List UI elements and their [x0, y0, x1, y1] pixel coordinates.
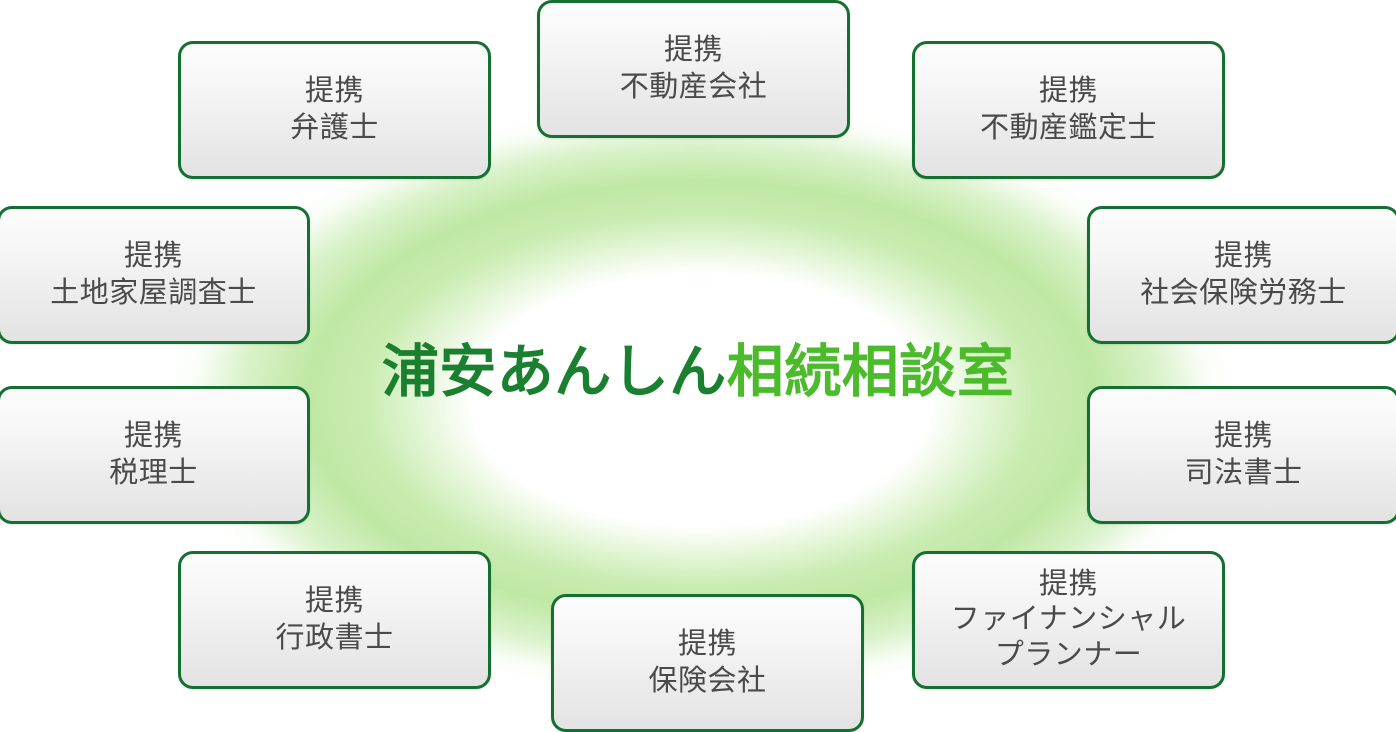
- partner-box-labor-consultant[interactable]: 提携 社会保険労務士: [1087, 206, 1396, 344]
- partner-box-label: 提携 弁護士: [290, 74, 379, 144]
- partner-box-label: 提携 不動産会社: [619, 33, 768, 103]
- partner-box-real-estate-company[interactable]: 提携 不動産会社: [537, 0, 850, 138]
- partner-box-lawyer[interactable]: 提携 弁護士: [178, 41, 491, 179]
- partner-box-judicial-scrivener[interactable]: 提携 司法書士: [1087, 386, 1396, 524]
- partner-box-label: 提携 社会保険労務士: [1140, 239, 1347, 309]
- partner-box-insurance-company[interactable]: 提携 保険会社: [551, 594, 864, 732]
- partner-box-label: 提携 行政書士: [275, 584, 394, 654]
- partner-box-label: 提携 不動産鑑定士: [979, 74, 1157, 144]
- partner-box-administrative-scrivener[interactable]: 提携 行政書士: [178, 551, 491, 689]
- partner-box-tax-accountant[interactable]: 提携 税理士: [0, 386, 310, 524]
- partner-box-label: 提携 税理士: [109, 419, 198, 489]
- center-title-service: 相続相談室: [726, 340, 1015, 404]
- center-title-organization: 浦安あんしん: [381, 340, 727, 404]
- partner-box-label: 提携 土地家屋調査士: [50, 239, 257, 309]
- partner-box-financial-planner[interactable]: 提携 ファイナンシャル プランナー: [912, 551, 1225, 689]
- partner-box-label: 提携 ファイナンシャル プランナー: [950, 567, 1187, 671]
- partner-box-land-surveyor[interactable]: 提携 土地家屋調査士: [0, 206, 310, 344]
- partner-box-label: 提携 保険会社: [648, 627, 767, 697]
- center-title: 浦安あんしん相続相談室: [0, 344, 1396, 401]
- partner-box-real-estate-appraiser[interactable]: 提携 不動産鑑定士: [912, 41, 1225, 179]
- partner-box-label: 提携 司法書士: [1184, 419, 1303, 489]
